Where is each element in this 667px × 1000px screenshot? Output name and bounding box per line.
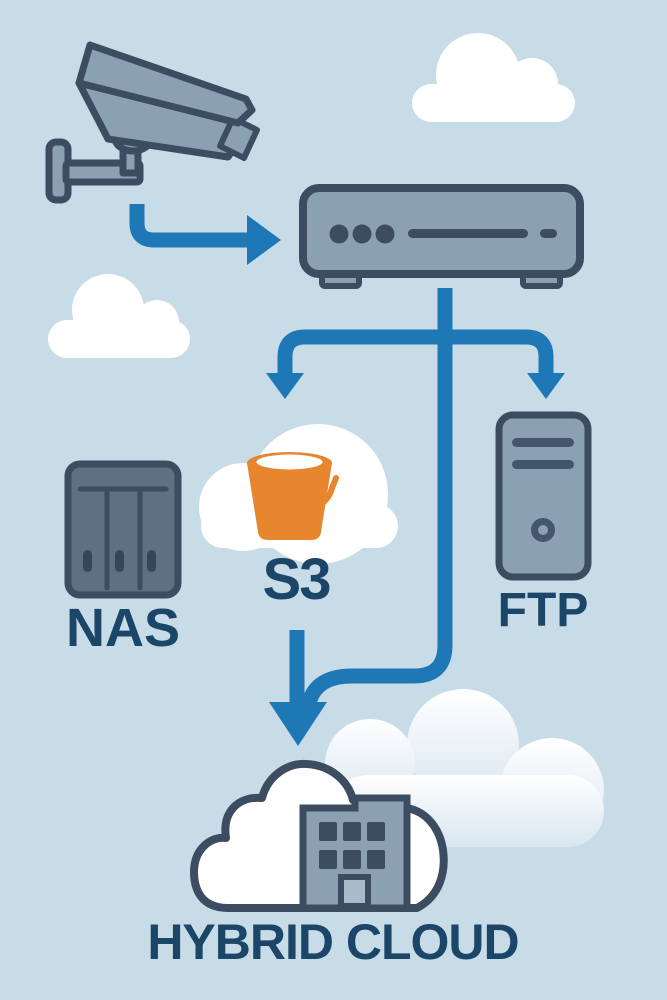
arrow-recorder-split <box>277 329 554 376</box>
ftp-drive-bay <box>512 438 574 447</box>
bucket-handle <box>288 475 339 510</box>
s3-label: S3 <box>262 547 332 612</box>
s3-bucket-icon <box>247 452 339 540</box>
nas-icon <box>64 460 182 599</box>
recorder-slot <box>408 229 528 238</box>
cctv-camera-icon <box>45 41 260 204</box>
cloud-icon-top-right <box>412 33 575 122</box>
ftp-server-icon <box>495 411 592 581</box>
cloud-icon-left <box>48 274 190 358</box>
arrowhead-to-s3 <box>266 373 304 399</box>
bucket-handle-knob <box>286 492 296 502</box>
connection-arrows <box>129 204 565 746</box>
arrow-camera-to-recorder <box>129 204 249 248</box>
arrowhead-to-ftp <box>527 373 565 399</box>
building-windows <box>319 822 385 869</box>
hybrid-cloud-label: HYBRID CLOUD <box>147 914 519 970</box>
nas-label: NAS <box>65 598 180 658</box>
hybrid-cloud-building-icon <box>190 759 448 912</box>
building-door <box>338 874 371 909</box>
recorder-button <box>540 229 557 238</box>
s3-bucket-cloud-icon <box>199 424 398 564</box>
nas-drive-slots <box>83 550 156 572</box>
recorder-indicator-dot <box>375 224 395 244</box>
cloud-icon-background-bottom <box>325 689 604 847</box>
ftp-power-button <box>531 518 555 542</box>
arrow-recorder-to-hybrid <box>298 337 453 716</box>
recorder-indicator-dot <box>352 224 372 244</box>
video-recorder-icon <box>299 184 584 289</box>
camera-visor <box>75 41 256 127</box>
camera-lens <box>217 115 260 161</box>
recorder-indicator-dot <box>329 224 349 244</box>
arrowhead-camera-to-recorder <box>247 215 281 265</box>
arrowhead-to-hybrid <box>269 702 327 746</box>
ftp-label: FTP <box>497 584 589 637</box>
ftp-drive-bay <box>512 460 574 469</box>
